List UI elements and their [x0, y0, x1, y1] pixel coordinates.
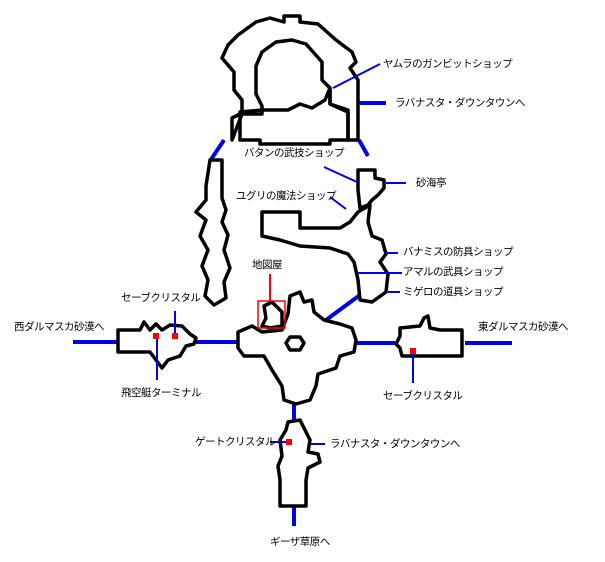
upper-hall — [238, 86, 350, 146]
label-to-downtown-south[interactable]: ラバナスタ・ダウンタウンへ — [330, 438, 460, 450]
shop-district — [260, 203, 390, 304]
north-palace — [220, 14, 360, 142]
label-yugri-magic-shop: ユグリの魔法ショップ — [236, 190, 337, 202]
label-yamura-gambit-shop: ヤムラのガンビットショップ — [383, 58, 513, 70]
label-save-crystal-west: セーブクリスタル — [121, 292, 201, 304]
label-gate-crystal: ゲートクリスタル — [195, 436, 276, 448]
pointers — [156, 63, 414, 445]
label-amal-weapon-shop: アマルの武具ショップ — [403, 266, 504, 278]
connectors — [73, 101, 512, 526]
crystals — [153, 333, 416, 445]
road-nw-diagonal — [208, 138, 226, 163]
label-to-west-dalmasca[interactable]: 西ダルマスカ砂漠へ — [14, 321, 105, 333]
pointer-batan — [323, 166, 358, 183]
label-to-east-dalmasca[interactable]: 東ダルマスカ砂漠へ — [478, 321, 569, 333]
east-building — [394, 314, 464, 358]
walls — [116, 14, 464, 508]
map-shop-building — [260, 300, 284, 330]
label-aerodrome: 飛空艇ターミナル — [121, 387, 202, 399]
road-shops-plaza — [324, 293, 362, 322]
gate-crystal-marker[interactable] — [286, 439, 292, 445]
label-map-shop: 地図屋 — [252, 259, 283, 271]
aerodrome-marker[interactable] — [153, 333, 159, 339]
pointer-yamura — [332, 63, 381, 89]
label-batan-technick-shop: バタンの武技ショップ — [244, 147, 345, 159]
pointer-yugri — [329, 196, 347, 210]
label-save-crystal-east: セーブクリスタル — [383, 390, 463, 402]
label-migelo-item-shop: ミゲロの道具ショップ — [403, 286, 504, 298]
save-crystal-west-marker[interactable] — [172, 333, 178, 339]
label-to-giza-plains[interactable]: ギーザ草原へ — [270, 536, 330, 548]
save-crystal-east-marker[interactable] — [410, 348, 416, 354]
map-shop-highlight — [257, 300, 286, 329]
label-sandsea: 砂海亭 — [416, 177, 447, 189]
road-ne-diagonal — [357, 139, 370, 157]
plaza-hexagon — [284, 335, 306, 352]
label-banamis-armor-shop: バナミスの防具ショップ — [403, 246, 514, 258]
sandsea-building — [356, 168, 386, 210]
south-building — [276, 418, 322, 508]
label-to-downtown-north[interactable]: ラバナスタ・ダウンタウンへ — [395, 97, 525, 109]
west-strip — [194, 158, 232, 307]
